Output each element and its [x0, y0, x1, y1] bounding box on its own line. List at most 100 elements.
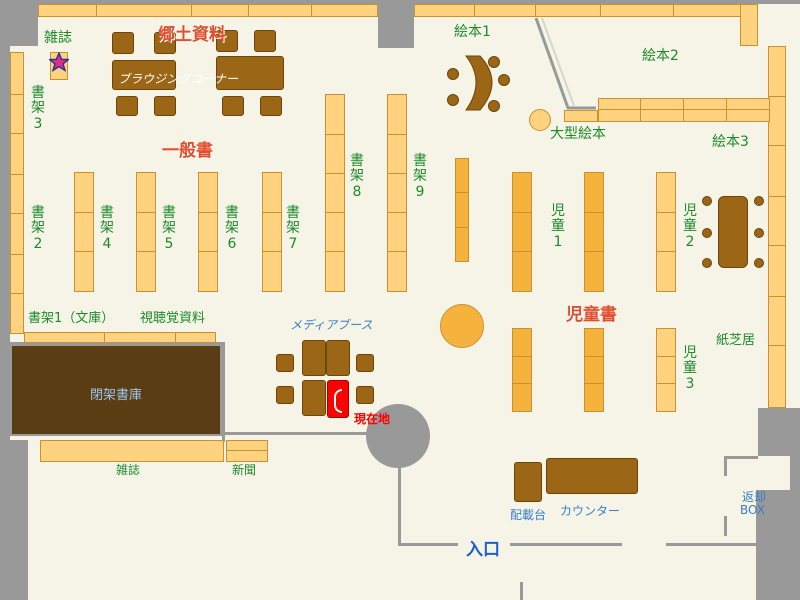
shelf-5-divider: [136, 212, 156, 252]
shelf-large-picture-book: [564, 110, 598, 122]
counter-desk: [546, 458, 638, 494]
label-kamishibai: 紙芝居: [716, 333, 756, 348]
shelf-children-3-divider: [656, 356, 676, 384]
stool: [754, 196, 764, 206]
closed-stacks-room: [10, 344, 222, 436]
shelf-picture-book-2-divider: [598, 98, 770, 110]
label-counter: カウンター: [560, 504, 621, 518]
shelf-top-divider: [474, 4, 536, 17]
media-booth-seat: [276, 386, 294, 404]
shelf-4-divider: [74, 212, 94, 252]
label-picture-book-2: 絵本2: [642, 48, 679, 64]
wall-pillar-top: [378, 0, 414, 48]
media-booth-desk: [326, 340, 350, 376]
sofa: [216, 30, 238, 52]
shelf-9: [387, 94, 407, 292]
sofa: [154, 32, 176, 54]
shelf-right-divider: [768, 296, 786, 346]
partition-entrance-h: [398, 543, 458, 546]
label-audio-visual: 視聴覚資料: [140, 311, 206, 326]
stool: [498, 74, 510, 86]
picture-book-3-table: [718, 196, 748, 268]
label-large-picture-book: 大型絵本: [550, 126, 606, 142]
wall-top-left: [0, 0, 38, 46]
media-booth-seat: [356, 386, 374, 404]
shelf-8: [325, 94, 345, 292]
media-booth-desk: [302, 380, 326, 416]
zone-general-books: 一般書: [162, 141, 213, 161]
browsing-table: [112, 60, 176, 90]
newspaper-rack-divider: [226, 440, 268, 451]
wall-top-right: [414, 0, 800, 4]
label-entrance: 入口: [466, 540, 500, 560]
stool: [447, 94, 459, 106]
shelf-9-divider: [387, 212, 407, 252]
current-location-marker: [327, 380, 349, 418]
label-picture-book-1: 絵本1: [454, 24, 491, 40]
partition-returnbox-h: [724, 456, 758, 459]
diagonal-partition: [534, 17, 596, 110]
shelf-right-divider: [768, 96, 786, 146]
shelf-6-divider: [198, 212, 218, 252]
partition-entrance-h2: [510, 543, 622, 546]
shelf-children-1-divider: [512, 212, 532, 252]
partition-right-h: [666, 543, 758, 546]
star-icon: [49, 52, 69, 72]
shelf-top-divider: [96, 4, 192, 17]
sofa: [154, 96, 176, 116]
stool: [447, 68, 459, 80]
partition-returnbox-v: [724, 456, 727, 476]
shelf-7-divider: [262, 212, 282, 252]
label-newspaper: 新聞: [232, 463, 257, 477]
shelf-left-divider: [10, 254, 24, 294]
round-pillar: [366, 404, 430, 468]
stool: [702, 258, 712, 268]
shelf-8-divider: [325, 212, 345, 252]
media-booth-seat: [276, 354, 294, 372]
zone-children-books: 児童書: [566, 305, 617, 325]
round-table-children: [440, 304, 484, 348]
magazine-rack-bottom: [40, 440, 224, 462]
wall-left: [0, 0, 10, 600]
media-booth-seat: [356, 354, 374, 372]
shelf-top-row-left: [38, 4, 378, 17]
media-booth-desk: [302, 340, 326, 376]
display-stand: [514, 462, 542, 502]
wall-top: [38, 0, 380, 4]
shelf-top-divider: [248, 4, 312, 17]
shelf-top-divider: [600, 4, 674, 17]
stool: [702, 228, 712, 238]
shelf-left-divider: [10, 174, 24, 214]
shelf-children-lower-b-divider: [584, 356, 604, 384]
wall-left-bottom: [0, 440, 28, 600]
sofa: [116, 96, 138, 116]
browsing-table: [216, 56, 284, 90]
stool: [754, 228, 764, 238]
shelf-right-divider: [768, 196, 786, 246]
stool: [488, 56, 500, 68]
shelf-children-2-divider: [656, 212, 676, 252]
picture-book-table: [464, 55, 493, 111]
stool: [488, 100, 500, 112]
stool: [754, 258, 764, 268]
label-picture-book-3: 絵本3: [712, 134, 749, 150]
partition-returnbox-v2: [724, 516, 727, 536]
label-browsing-corner: ブラウジングコーナー: [118, 72, 239, 86]
label-shelf-1-bunko: 書架1（文庫）: [28, 311, 115, 326]
label-media-booth: メディアブース: [290, 318, 373, 332]
shelf-top-right-corner: [740, 4, 758, 46]
partition-entrance-v: [398, 460, 401, 546]
partition-bottom-a: [222, 432, 372, 435]
label-closed-stacks: 閉架書庫: [90, 388, 143, 403]
shelf-bunko-divider: [104, 332, 176, 343]
